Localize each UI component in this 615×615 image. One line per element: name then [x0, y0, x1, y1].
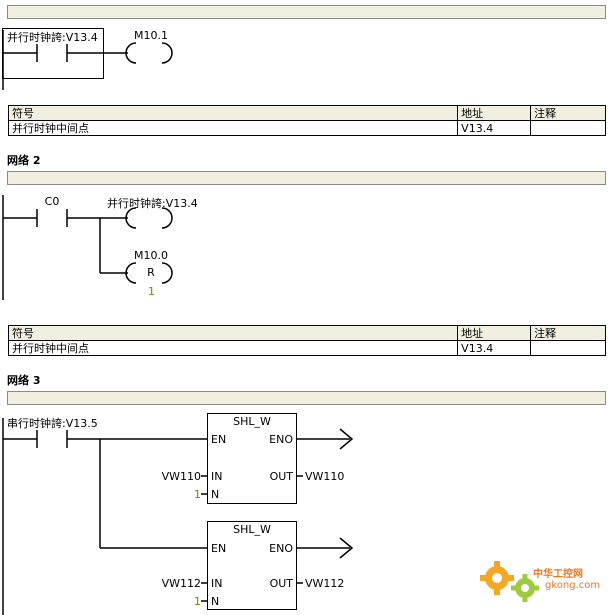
- shl-w-block-1[interactable]: [207, 413, 297, 504]
- network2-coil2-label[interactable]: M10.0: [134, 249, 168, 262]
- block2-n-pin: N: [211, 595, 220, 608]
- comment-header: 注释: [530, 105, 606, 121]
- block1-out-value[interactable]: VW110: [305, 470, 345, 483]
- block2-in-value[interactable]: VW112: [161, 577, 201, 590]
- address-cell[interactable]: V13.4: [457, 340, 532, 356]
- address-header: 地址: [457, 105, 532, 121]
- comment-cell[interactable]: [530, 120, 606, 136]
- symbol-cell[interactable]: 并行时钟中间点: [7, 120, 459, 136]
- block2-n-value[interactable]: 1: [194, 595, 201, 608]
- network3-contact-label[interactable]: 串行时钟誇:V13.5: [7, 417, 98, 430]
- network1-comment-bar[interactable]: [7, 5, 606, 19]
- watermark-text: 中华工控网: [533, 569, 583, 580]
- block2-name: SHL_W: [233, 523, 271, 536]
- block1-in-pin: IN: [211, 470, 223, 483]
- block1-out-pin: OUT: [269, 470, 293, 483]
- block2-in-pin: IN: [211, 577, 223, 590]
- network3-title[interactable]: 网络 3: [7, 374, 41, 387]
- network1-symbol-table: 符号 地址 注释 并行时钟中间点 V13.4: [7, 105, 606, 136]
- network2-coil1-label[interactable]: 并行时钟誇:V13.4: [107, 197, 198, 210]
- block1-n-pin: N: [211, 488, 220, 501]
- comment-cell[interactable]: [530, 340, 606, 356]
- network2-contact-label[interactable]: C0: [44, 195, 60, 208]
- address-cell[interactable]: V13.4: [457, 120, 532, 136]
- network1-coil-label[interactable]: M10.1: [134, 29, 168, 42]
- block1-eno-pin: ENO: [269, 433, 293, 446]
- block1-n-value[interactable]: 1: [194, 488, 201, 501]
- comment-header: 注释: [530, 325, 606, 341]
- coil-n1-right: [161, 42, 173, 64]
- network2-comment-bar[interactable]: [7, 171, 606, 185]
- network2-title[interactable]: 网络 2: [7, 154, 41, 167]
- symbol-header: 符号: [7, 325, 459, 341]
- symbol-cell[interactable]: 并行时钟中间点: [7, 340, 459, 356]
- block2-en-pin: EN: [211, 542, 227, 555]
- block1-en-pin: EN: [211, 433, 227, 446]
- network2-coil2-type: R: [147, 266, 155, 279]
- block1-name: SHL_W: [233, 415, 271, 428]
- network3-comment-bar[interactable]: [7, 391, 606, 405]
- symbol-header: 符号: [7, 105, 459, 121]
- coil-n1-left: [125, 42, 137, 64]
- block1-in-value[interactable]: VW110: [161, 470, 201, 483]
- block2-out-pin: OUT: [269, 577, 293, 590]
- watermark-gear-icon: [480, 561, 514, 595]
- network2-coil2-count[interactable]: 1: [148, 285, 155, 298]
- block2-eno-pin: ENO: [269, 542, 293, 555]
- network2-symbol-table: 符号 地址 注释 并行时钟中间点 V13.4: [7, 325, 606, 356]
- block2-out-value[interactable]: VW112: [305, 577, 345, 590]
- network1-selection-box: [2, 28, 104, 79]
- shl-w-block-2[interactable]: [207, 521, 297, 610]
- network1-contact-label[interactable]: 并行时钟誇:V13.4: [7, 31, 98, 44]
- watermark-url: gkong.com: [545, 580, 601, 591]
- address-header: 地址: [457, 325, 532, 341]
